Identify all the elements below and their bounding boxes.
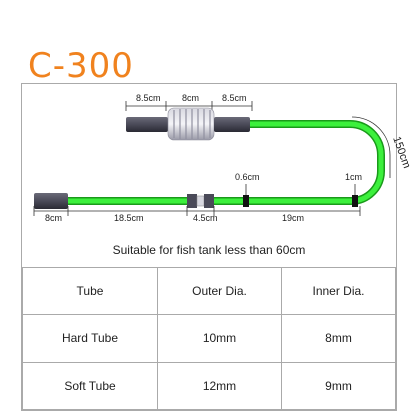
diagram-frame [21,83,397,411]
clip-left [243,184,249,207]
cell-hard-tube: Hard Tube [22,314,158,363]
curve-dimension-line [351,116,391,178]
dim-top-left: 8.5cm [136,93,161,103]
header-tube: Tube [22,266,158,316]
tube-connector [187,194,214,208]
table-row: Hard Tube 10mm 8mm [22,314,396,363]
cell-soft-tube: Soft Tube [22,361,158,411]
clip-right [352,184,358,207]
cell-hard-outer: 10mm [157,314,282,363]
table-header-row: Tube Outer Dia. Inner Dia. [22,266,396,316]
product-title: C-300 [28,46,134,86]
table-row: Soft Tube 12mm 9mm [22,361,396,411]
dim-bottom-first: 18.5cm [114,213,144,223]
cell-soft-inner: 9mm [281,361,396,411]
bellows-pump [167,107,215,141]
intake-tip [34,193,68,209]
header-outer-dia: Outer Dia. [157,266,282,316]
dim-clip-right: 1cm [345,172,362,182]
dim-curve: 150cm [390,135,413,170]
hard-tube-highlight [60,121,384,204]
dim-top-right: 8.5cm [222,93,247,103]
dim-bottom-connector: 4.5cm [193,213,218,223]
dim-bottom-tip: 8cm [45,213,62,223]
dim-clip-left: 0.6cm [235,172,260,182]
top-dimension-lines [125,101,253,111]
header-inner-dia: Inner Dia. [281,266,396,316]
handle-left [126,117,168,132]
dim-bottom-long: 19cm [282,213,304,223]
cell-soft-outer: 12mm [157,361,282,411]
siphon-diagram: 8.5cm 8cm 8.5cm 150cm 0.6cm 1cm [33,93,413,223]
handle-right [214,117,250,132]
spec-table: Tube Outer Dia. Inner Dia. Hard Tube 10m… [22,266,396,411]
hard-tube [60,120,385,205]
dim-top-middle: 8cm [182,93,199,103]
bottom-dimension-lines [33,206,361,216]
tank-size-note: Suitable for fish tank less than 60cm [112,243,306,257]
cell-hard-inner: 8mm [281,314,396,363]
